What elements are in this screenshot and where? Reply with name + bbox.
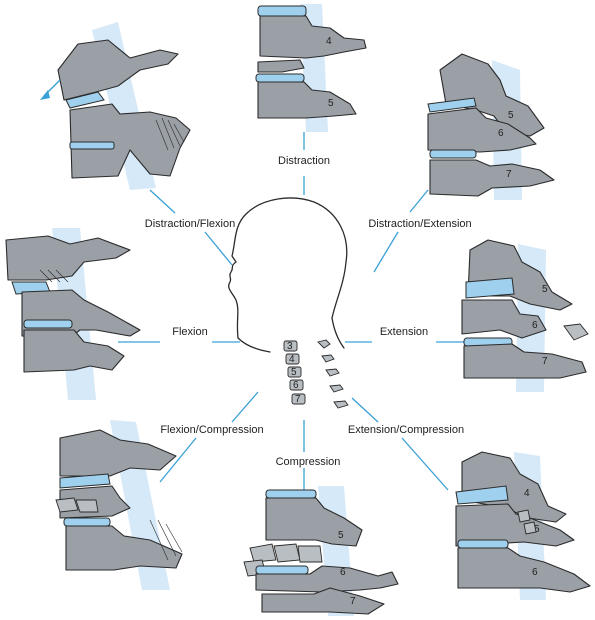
ray-flexion-compression-bottom — [159, 437, 197, 483]
label-flexion-compression: Flexion/Compression — [160, 424, 263, 436]
illustration-extension-compression: 4 5 6 — [455, 451, 591, 600]
neck-vertebrae-column: 3 4 5 6 7 — [283, 339, 349, 409]
vertebra-label-5: 5 — [542, 284, 548, 295]
illustration-distraction-flexion — [40, 22, 191, 190]
vertebra-label-5: 5 — [338, 530, 344, 541]
illustration-distraction-extension: 5 6 7 — [427, 53, 555, 200]
ligament-tear-hatching — [39, 269, 69, 283]
vertebra-label-5: 5 — [534, 524, 540, 535]
ray-distraction-extension — [373, 231, 399, 273]
illustration-flexion-compression — [55, 420, 183, 590]
ray-distraction-flexion — [204, 231, 233, 266]
neck-vertebra-label-4: 4 — [289, 354, 295, 365]
illustration-extension: 5 6 7 — [461, 239, 589, 392]
label-extension: Extension — [380, 326, 428, 338]
burst-fracture-fragments — [243, 543, 323, 577]
posterior-fracture-fragments — [517, 509, 537, 535]
connector-rays — [118, 132, 470, 491]
vertebra-label-4: 4 — [326, 36, 332, 47]
vertebra-label-5: 5 — [328, 98, 334, 109]
label-compression: Compression — [276, 456, 341, 468]
ray-extension-compression-bottom — [401, 437, 449, 491]
neck-vertebra-label-6: 6 — [293, 380, 299, 391]
head-outline — [228, 197, 348, 353]
vertebra-label-6: 6 — [532, 320, 538, 331]
label-extension-compression: Extension/Compression — [348, 424, 464, 436]
ligament-tear-hatching — [155, 117, 185, 151]
illustration-distraction: 4 5 — [255, 4, 367, 132]
vertebra-label-6: 6 — [498, 128, 504, 139]
neck-vertebra-label-3: 3 — [287, 341, 293, 352]
label-distraction-flexion: Distraction/Flexion — [145, 218, 235, 230]
label-distraction: Distraction — [278, 155, 330, 167]
ray-flexion-compression — [231, 391, 259, 423]
neck-vertebra-label-5: 5 — [291, 367, 297, 378]
vertebra-label-4: 4 — [524, 488, 530, 499]
label-flexion: Flexion — [172, 326, 207, 338]
vertebra-label-5: 5 — [508, 110, 514, 121]
fracture-fragments — [55, 497, 99, 513]
vertebra-label-7: 7 — [350, 596, 356, 607]
vertebra-label-6: 6 — [532, 567, 538, 578]
label-distraction-extension: Distraction/Extension — [368, 218, 471, 230]
ray-extension-compression — [351, 397, 379, 423]
neck-vertebra-label-7: 7 — [295, 394, 301, 405]
ligament-tear-hatching — [149, 519, 183, 561]
vertebra-label-6: 6 — [340, 567, 346, 578]
ray-distraction-flexion-top — [149, 189, 176, 214]
ray-distraction-extension-top — [409, 189, 429, 213]
vertebra-label-7: 7 — [542, 356, 548, 367]
vertebra-label-7: 7 — [506, 169, 512, 180]
illustration-flexion — [5, 228, 141, 400]
illustration-compression: 5 6 7 — [243, 486, 399, 616]
